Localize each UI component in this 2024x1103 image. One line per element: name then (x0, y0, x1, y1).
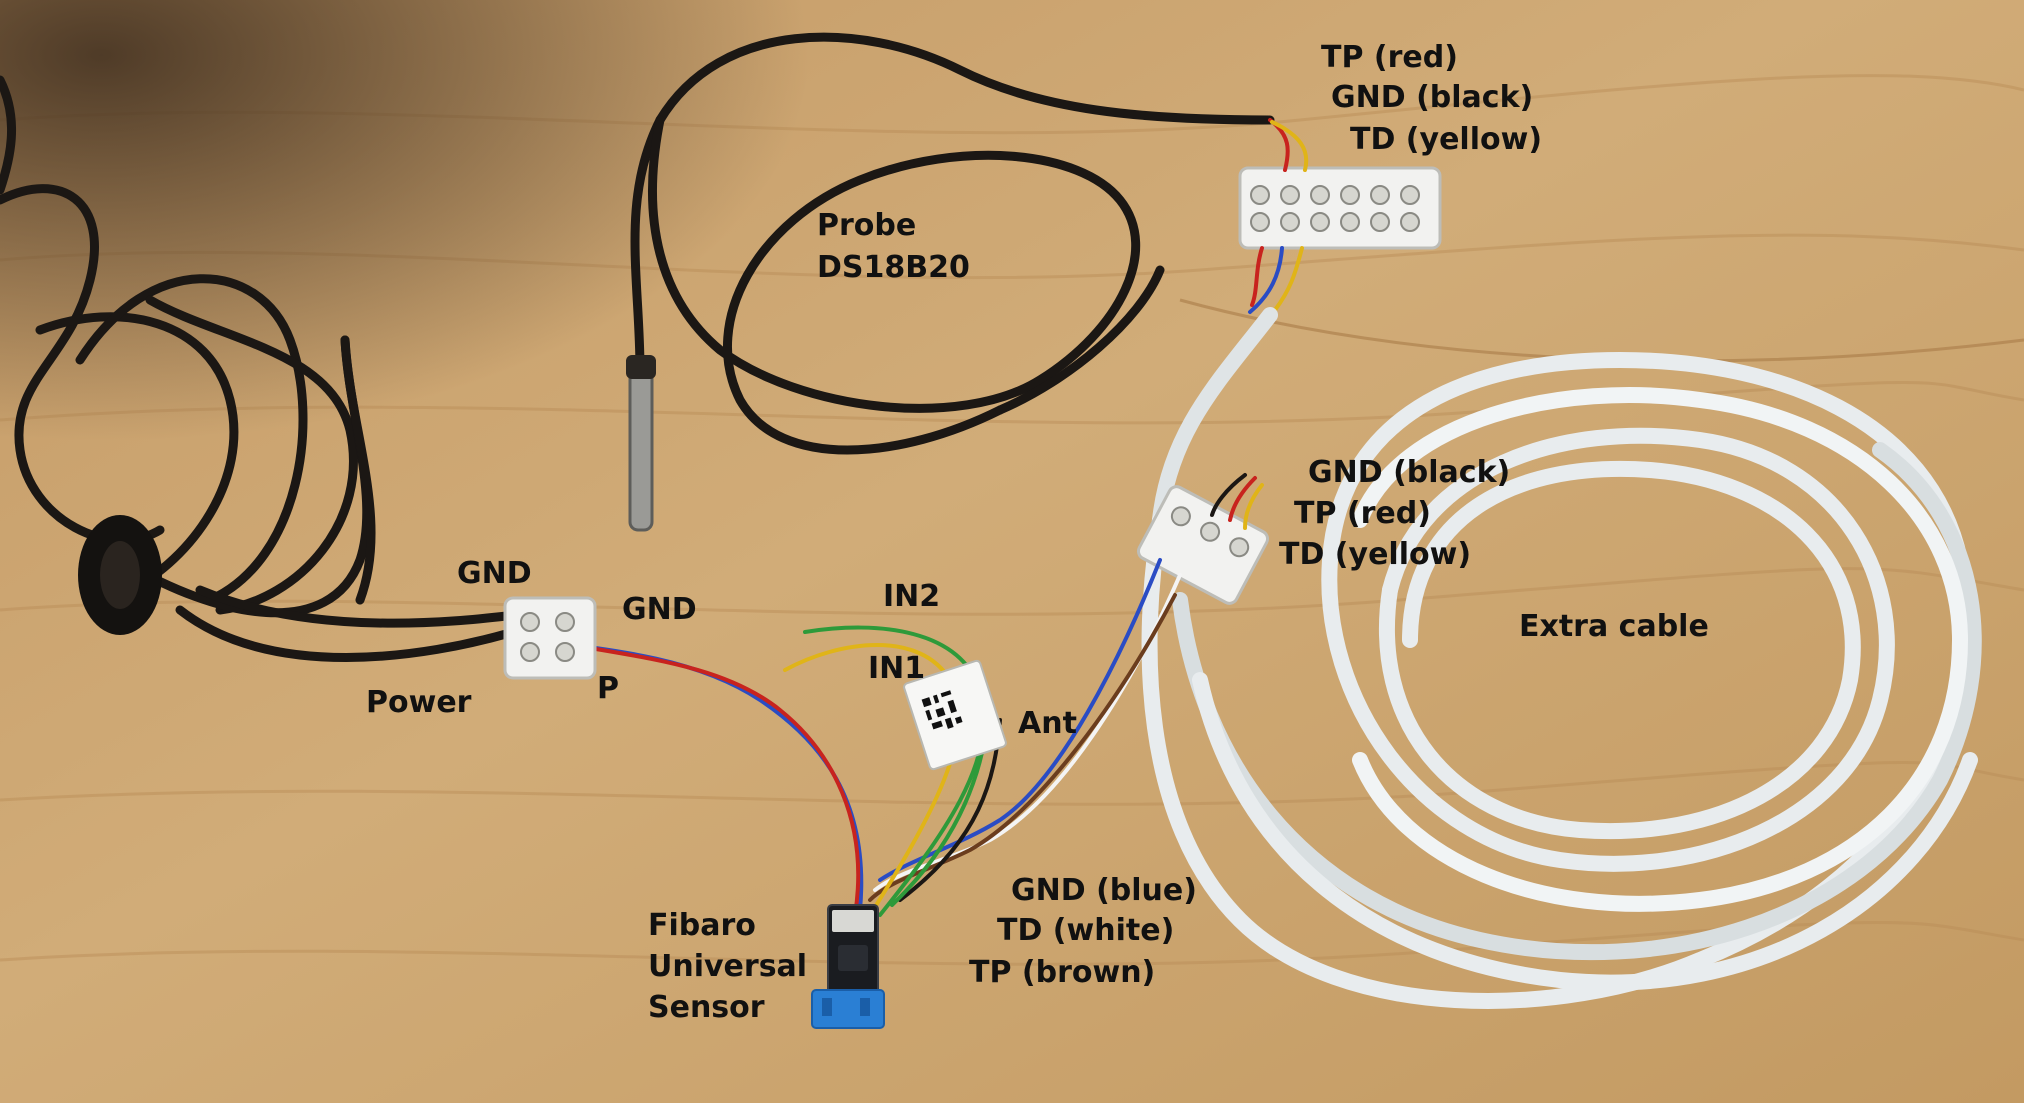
universal-label: Universal (648, 949, 808, 984)
probe-tp-label: TP (red) (1321, 40, 1458, 75)
sensor-td-label: TD (white) (997, 913, 1175, 948)
power-label: Power (366, 685, 472, 720)
in1-label: IN1 (868, 651, 926, 686)
barcode-tag (903, 659, 1007, 771)
power-gnd-label-2: GND (622, 592, 697, 627)
terminal-block-top (1238, 166, 1442, 250)
sensor-label: Sensor (648, 990, 765, 1025)
probe-gnd-label: GND (black) (1331, 80, 1534, 115)
power-cable-coil (0, 75, 525, 662)
power-p-label: P (597, 671, 619, 706)
power-gnd-label: GND (457, 556, 532, 591)
ant-label: Ant (1018, 706, 1077, 741)
sensor-gnd-label: GND (blue) (1011, 873, 1197, 908)
probe-tip (628, 358, 654, 532)
fibaro-label: Fibaro (648, 908, 756, 943)
extra-td-label: TD (yellow) (1279, 537, 1472, 572)
probe-model-label: DS18B20 (817, 250, 970, 285)
probe-wire-ends (1248, 118, 1309, 314)
probe-cable (630, 32, 1275, 455)
extra-cable (1141, 307, 1982, 1009)
probe-name-label: Probe (817, 208, 917, 243)
extra-gnd-label: GND (black) (1308, 455, 1511, 490)
fibaro-sensor-module (811, 904, 885, 1029)
terminal-block-middle (1136, 485, 1270, 605)
extra-wire-ends (1210, 473, 1264, 530)
terminal-block-power (503, 596, 597, 680)
extra-cable-label: Extra cable (1519, 609, 1709, 644)
extra-tp-label: TP (red) (1294, 496, 1431, 531)
in2-label: IN2 (883, 579, 941, 614)
probe-td-label: TD (yellow) (1350, 122, 1543, 157)
sensor-tp-label: TP (brown) (969, 955, 1156, 990)
